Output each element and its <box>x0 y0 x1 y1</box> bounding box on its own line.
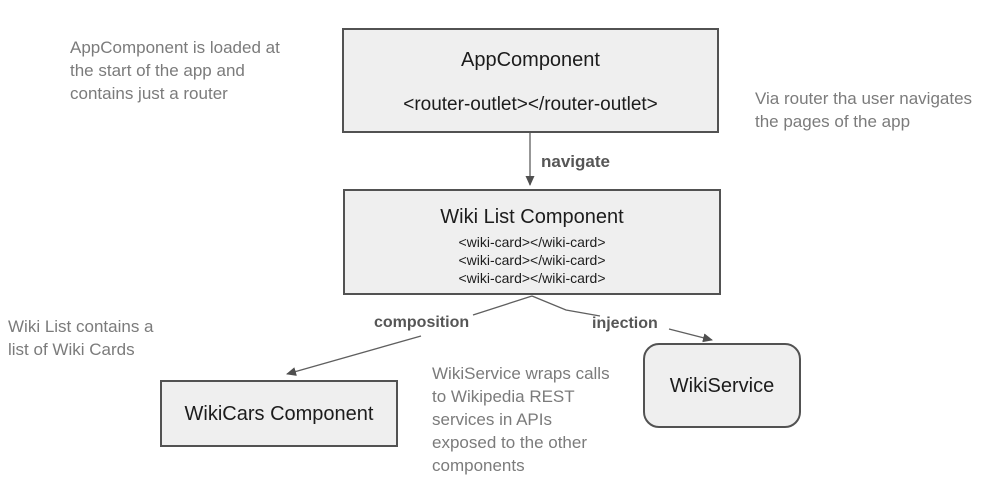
composition-arrow-line-lower <box>286 335 422 376</box>
injection-arrow-line-lower <box>668 328 713 343</box>
node-wikicars-title: WikiCars Component <box>184 402 374 425</box>
annotation-wiki-service-note: WikiService wraps calls to Wikipedia RES… <box>432 364 610 475</box>
node-wiki-list-component: Wiki List Component <wiki-card></wiki-ca… <box>343 189 721 295</box>
annotation-wiki-list-note: Wiki List contains a list of Wiki Cards <box>8 317 154 359</box>
node-wikiservice: WikiService <box>643 343 801 428</box>
wiki-card-line: <wiki-card></wiki-card> <box>458 252 606 268</box>
injection-arrow-line-upper <box>531 295 601 317</box>
annotation-app-note: AppComponent is loaded at the start of t… <box>70 38 280 103</box>
edge-label-navigate: navigate <box>541 152 610 171</box>
wiki-card-line: <wiki-card></wiki-card> <box>458 270 606 286</box>
node-app-component-title: AppComponent <box>461 49 600 71</box>
edge-label-composition: composition <box>374 314 470 331</box>
wiki-card-line: <wiki-card></wiki-card> <box>458 234 606 250</box>
node-wiki-list-title: Wiki List Component <box>440 206 624 228</box>
annotation-router-note: Via router tha user navigates the pages … <box>755 89 973 131</box>
edge-label-injection: injection <box>592 315 658 332</box>
composition-arrow-line-upper <box>472 295 533 316</box>
node-wikiservice-title: WikiService <box>669 374 775 397</box>
node-app-component: AppComponent <router-outlet></router-out… <box>342 28 719 133</box>
node-app-component-code: <router-outlet></router-outlet> <box>403 94 658 115</box>
node-wikicars-component: WikiCars Component <box>160 380 398 447</box>
